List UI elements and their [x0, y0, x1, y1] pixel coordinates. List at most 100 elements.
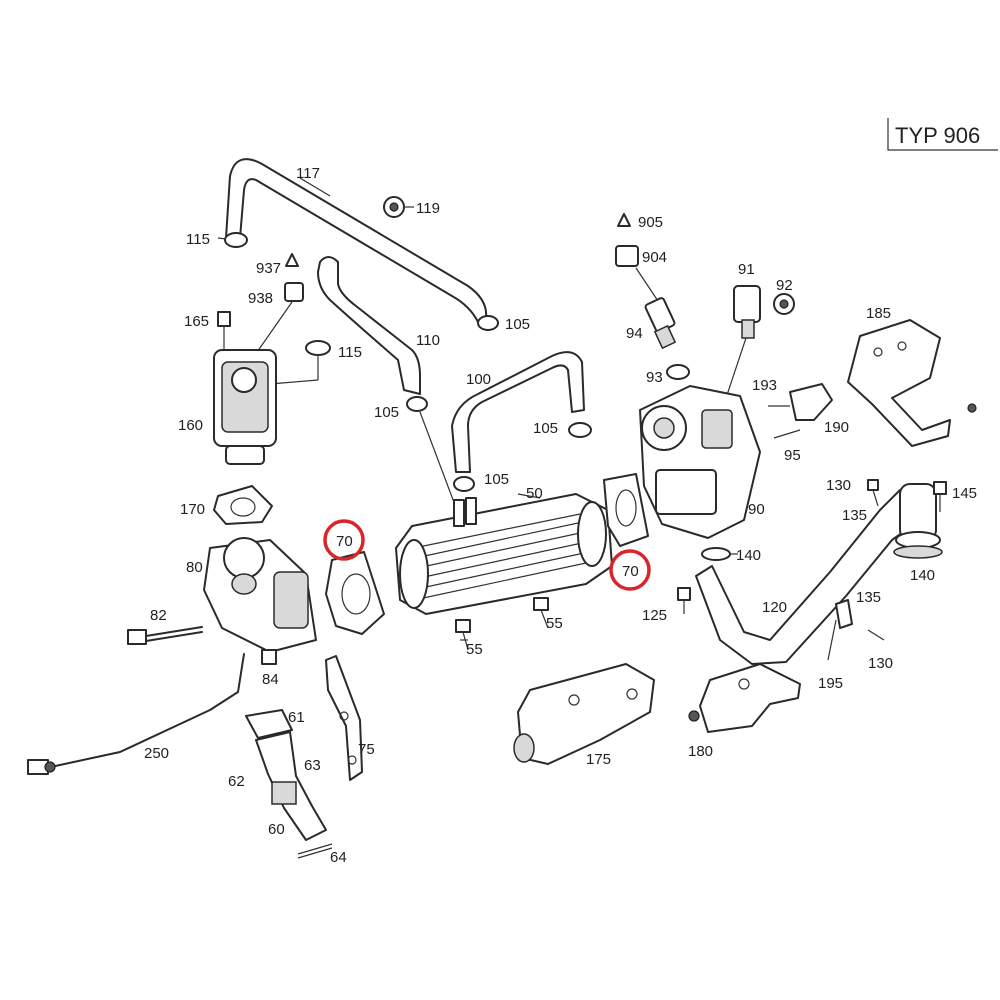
clamp-105-a: [477, 315, 499, 331]
type-label: TYP 906: [895, 123, 980, 148]
label-80: 80: [186, 559, 203, 576]
label-75: 75: [358, 741, 375, 758]
label-140-a: 140: [736, 547, 761, 564]
bolt-55-a: [455, 619, 471, 651]
hose-110: [317, 256, 421, 395]
label-904: 904: [642, 249, 667, 266]
label-92: 92: [776, 277, 793, 294]
label-105-a: 105: [505, 316, 530, 333]
label-195: 195: [818, 675, 843, 692]
label-165: 165: [184, 313, 209, 330]
label-185: 185: [866, 305, 891, 322]
highlight-circle-right: [609, 549, 651, 591]
label-135-b: 135: [856, 589, 881, 606]
label-110: 110: [416, 332, 440, 349]
cable-250: [27, 653, 245, 775]
bracket-180: [688, 663, 801, 733]
label-70-right: 70: [622, 563, 639, 580]
label-90: 90: [748, 501, 765, 518]
label-190: 190: [824, 419, 849, 436]
label-84: 84: [262, 671, 279, 688]
leader-lines: [460, 493, 738, 641]
clamp-115-top: [217, 232, 248, 248]
label-93: 93: [646, 369, 663, 386]
label-62: 62: [228, 773, 245, 790]
label-193: 193: [752, 377, 777, 394]
ring-93: [666, 364, 690, 380]
label-160: 160: [178, 417, 203, 434]
label-175: 175: [586, 751, 611, 768]
sensor-937-938: [254, 253, 304, 356]
housing-90: [639, 385, 761, 539]
label-115-top: 115: [186, 231, 210, 248]
bolt-82: [127, 626, 203, 645]
pipe-120: [695, 483, 943, 665]
clamp-119: [383, 196, 414, 218]
label-55-a: 55: [466, 641, 483, 658]
label-130-b: 130: [868, 655, 893, 672]
label-105-d: 105: [484, 471, 509, 488]
label-82: 82: [150, 607, 167, 624]
label-91: 91: [738, 261, 755, 278]
hose-100: [451, 351, 585, 473]
throttle-body-80: [203, 537, 317, 653]
label-95: 95: [784, 447, 801, 464]
clamp-115-b: [269, 340, 331, 385]
highlight-circles: [323, 519, 651, 591]
label-105-c: 105: [533, 420, 558, 437]
label-117: 117: [296, 165, 320, 182]
part-labels: 117 119 115 937 938 165 115 110 105 160 …: [144, 165, 977, 866]
label-937: 937: [256, 260, 281, 277]
bolt-55-b: [533, 597, 549, 629]
label-94: 94: [626, 325, 643, 342]
bracket-75: [325, 655, 363, 781]
label-50: 50: [526, 485, 543, 502]
clamp-105-c: [568, 422, 592, 438]
label-140-b: 140: [910, 567, 935, 584]
bolt-125: [677, 587, 691, 614]
label-905: 905: [638, 214, 663, 231]
label-60: 60: [268, 821, 285, 838]
bracket-185: [847, 319, 977, 447]
label-64: 64: [330, 849, 347, 866]
egr-valve-160: [213, 311, 277, 465]
bracket-190: [768, 383, 833, 439]
label-938: 938: [248, 290, 273, 307]
pipe-60: [245, 709, 333, 859]
clip-135-195: [827, 599, 885, 661]
sensor-91: [725, 285, 761, 399]
bolt-145: [933, 481, 947, 512]
clamp-105-b: [406, 396, 456, 506]
label-145: 145: [952, 485, 977, 502]
label-130-a: 130: [826, 477, 851, 494]
label-100: 100: [466, 371, 491, 388]
highlight-circle-left: [323, 519, 365, 561]
label-105-b: 105: [374, 404, 399, 421]
label-115-b: 115: [338, 344, 362, 361]
gasket-70-left: [325, 551, 385, 635]
clamp-105-d: [453, 476, 475, 492]
ring-140-a: [701, 547, 731, 561]
label-63: 63: [304, 757, 321, 774]
gasket-170: [213, 485, 273, 525]
sensor-94: [615, 213, 677, 350]
gasket-70-right: [603, 473, 649, 547]
type-box: TYP 906: [887, 118, 998, 151]
label-180: 180: [688, 743, 713, 760]
label-120: 120: [762, 599, 787, 616]
label-250: 250: [144, 745, 169, 762]
label-70-left: 70: [336, 533, 353, 550]
sensor-84: [261, 649, 277, 665]
label-61: 61: [288, 709, 305, 726]
egr-cooler-50: [395, 493, 613, 615]
nut-92: [773, 293, 795, 315]
label-55-b: 55: [546, 615, 563, 632]
label-125: 125: [642, 607, 667, 624]
bracket-175: [513, 663, 655, 765]
label-170: 170: [180, 501, 205, 518]
label-119: 119: [416, 200, 440, 217]
label-135-a: 135: [842, 507, 867, 524]
bolt-130-a: [867, 479, 879, 507]
